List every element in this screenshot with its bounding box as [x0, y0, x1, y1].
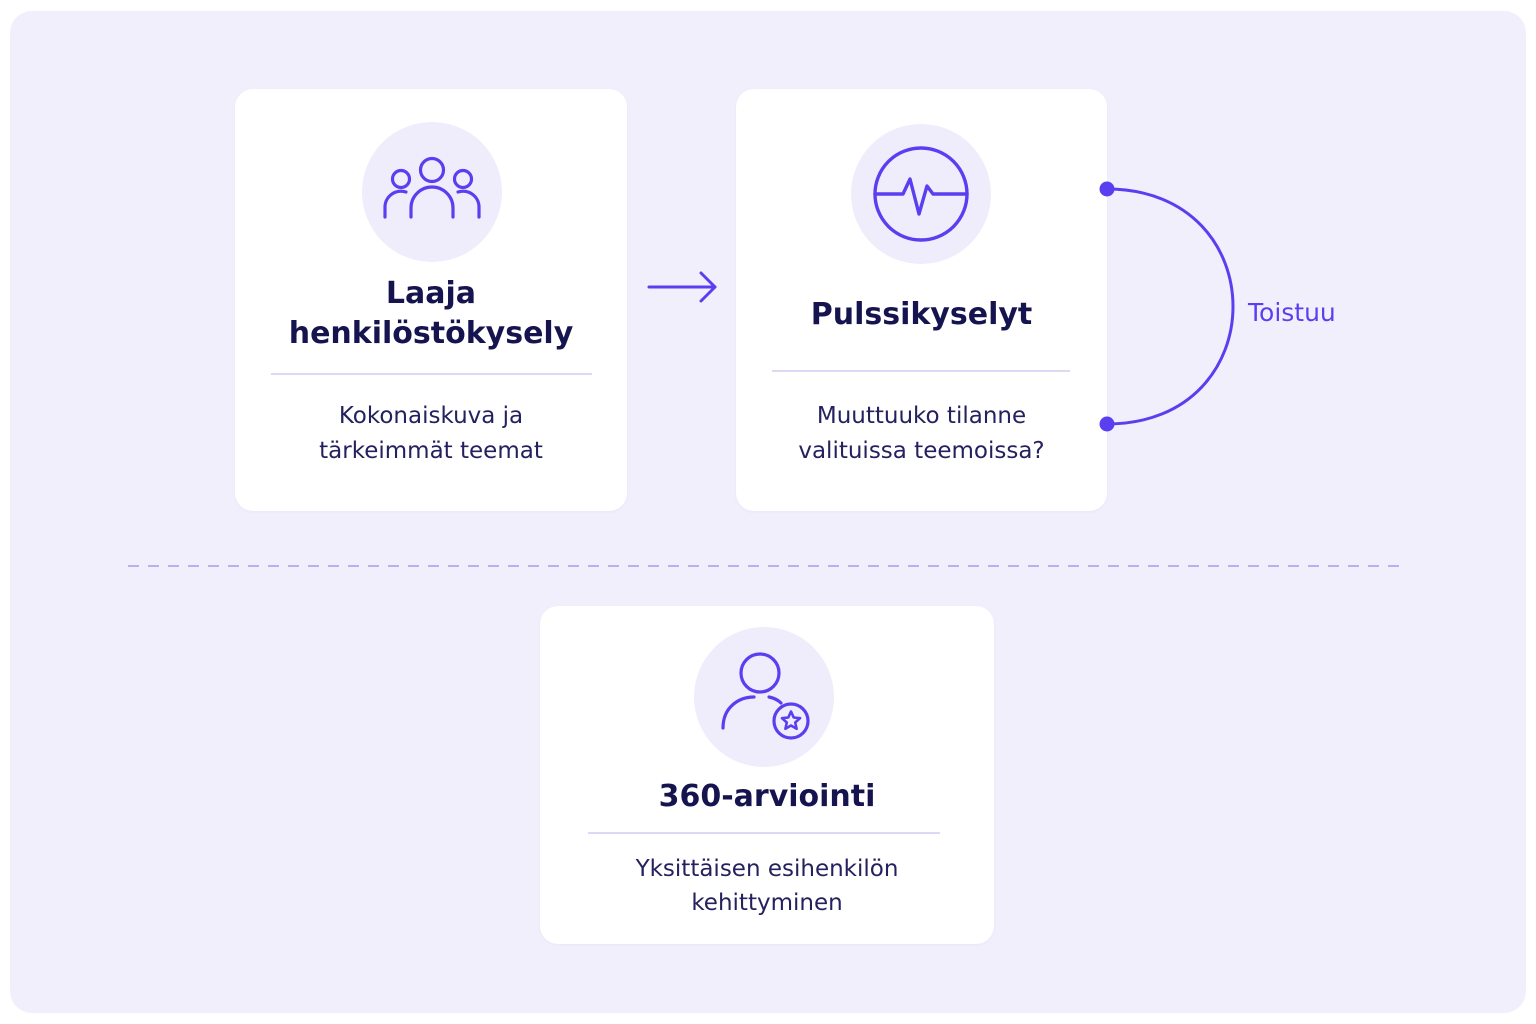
- survey-icon-circle: [362, 122, 502, 262]
- repeat-loop-connector: [1099, 181, 1235, 432]
- person-star-icon: [721, 652, 810, 740]
- review360-icon-circle: [694, 627, 834, 767]
- survey-description: Kokonaiskuva ja tärkeimmät teemat: [319, 403, 543, 464]
- pulse-divider: [772, 370, 1070, 372]
- review360-title: 360-arviointi: [658, 779, 876, 814]
- survey-card: Laaja henkilöstökysely Kokonaiskuva ja t…: [235, 89, 627, 511]
- pulse-icon-circle: [851, 124, 991, 264]
- pulse-card: Pulssikyselyt Muuttuuko tilanne valituis…: [736, 89, 1107, 511]
- repeat-label: Toistuu: [1248, 298, 1336, 327]
- review360-card: 360-arviointi Yksittäisen esihenkilön ke…: [540, 606, 994, 944]
- review360-divider: [588, 832, 940, 834]
- heartbeat-pulse-icon: [873, 146, 969, 242]
- pulse-description: Muuttuuko tilanne valituissa teemoissa?: [798, 403, 1045, 464]
- survey-title: Laaja henkilöstökysely: [288, 276, 574, 351]
- people-group-icon: [383, 156, 481, 219]
- section-divider: [128, 565, 1407, 567]
- review360-description: Yksittäisen esihenkilön kehittyminen: [635, 856, 899, 916]
- survey-divider: [271, 373, 592, 375]
- arrow-right-icon: [647, 271, 717, 303]
- pulse-title: Pulssikyselyt: [810, 297, 1033, 332]
